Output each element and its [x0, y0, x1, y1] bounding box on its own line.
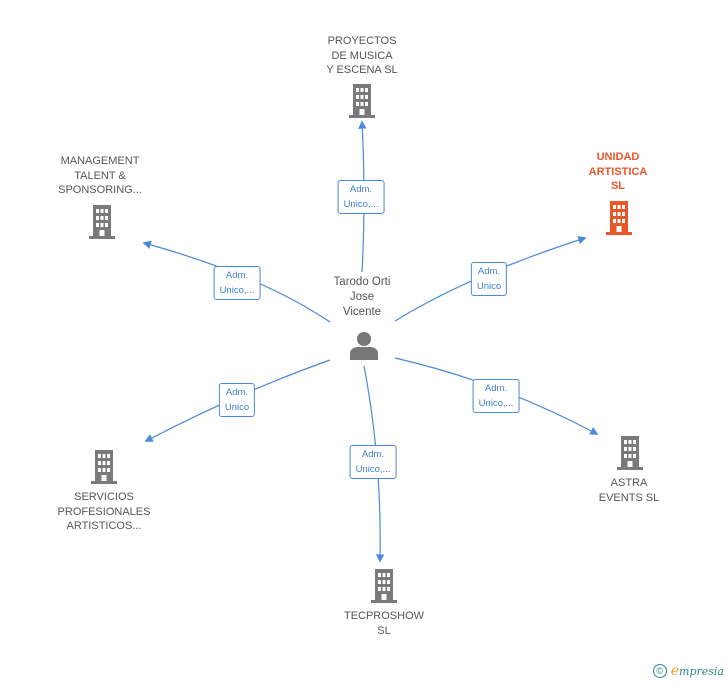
edge-label-tecproshow[interactable]: Adm. Unico,... — [349, 445, 397, 479]
person-icon — [349, 330, 379, 365]
edge-label-management[interactable]: Adm. Unico,... — [213, 266, 261, 300]
person-label: Tarodo Orti Jose Vicente — [333, 276, 391, 318]
edge-label-proyectos[interactable]: Adm. Unico,... — [337, 180, 385, 214]
node-label: ASTRA EVENTS SL — [598, 477, 660, 504]
building-icon — [86, 205, 118, 244]
building-icon — [349, 84, 375, 123]
building-icon — [370, 569, 398, 608]
footer: © empresia — [652, 663, 724, 679]
node-label: UNIDAD ARTISTICA SL — [588, 151, 648, 192]
edge-label-servicios[interactable]: Adm. Unico — [218, 383, 256, 417]
edge-label-unidad[interactable]: Adm. Unico — [470, 262, 508, 296]
node-label: TECPROSHOW SL — [343, 610, 425, 637]
node-label: SERVICIOS PROFESIONALES ARTISTICOS... — [57, 491, 151, 532]
building-icon — [603, 201, 635, 240]
node-label: PROYECTOS DE MUSICA Y ESCENA SL — [326, 35, 398, 76]
building-icon — [615, 436, 645, 475]
node-label: MANAGEMENT TALENT & SPONSORING... — [58, 155, 142, 196]
building-icon — [90, 450, 118, 489]
edge-label-astra[interactable]: Adm. Unico,... — [472, 379, 520, 413]
copyright-icon: © — [652, 664, 667, 678]
brand-logo[interactable]: empresia — [670, 663, 724, 679]
